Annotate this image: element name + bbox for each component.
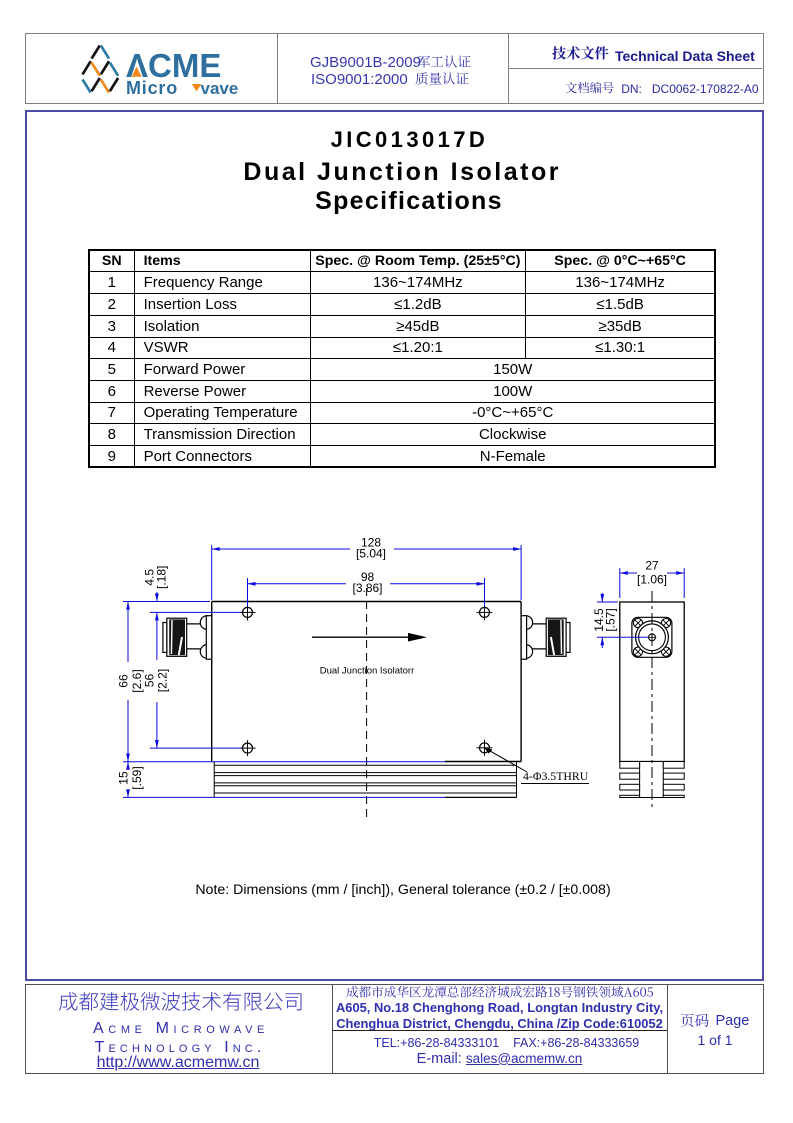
svg-text:[.59]: [.59] — [130, 766, 144, 789]
svg-text:[5.04]: [5.04] — [356, 546, 386, 560]
svg-text:15: 15 — [117, 771, 131, 785]
svg-text:56: 56 — [143, 674, 157, 688]
svg-text:4.5: 4.5 — [142, 569, 156, 586]
svg-text:128: 128 — [361, 535, 381, 549]
svg-text:66: 66 — [117, 674, 131, 688]
svg-text:98: 98 — [361, 570, 375, 584]
svg-text:[3.86]: [3.86] — [352, 581, 382, 595]
svg-text:[2.2]: [2.2] — [155, 669, 169, 692]
svg-text:[2.6]: [2.6] — [130, 669, 144, 692]
svg-text:[.57]: [.57] — [604, 608, 618, 631]
svg-text:27: 27 — [645, 558, 659, 572]
svg-text:14.5: 14.5 — [592, 608, 606, 632]
svg-text:[1.06]: [1.06] — [637, 573, 667, 587]
svg-text:[.18]: [.18] — [155, 566, 169, 589]
svg-text:Dual Junction Isolatorr: Dual Junction Isolatorr — [320, 665, 415, 676]
svg-text:4-Φ3.5THRU: 4-Φ3.5THRU — [523, 769, 589, 783]
